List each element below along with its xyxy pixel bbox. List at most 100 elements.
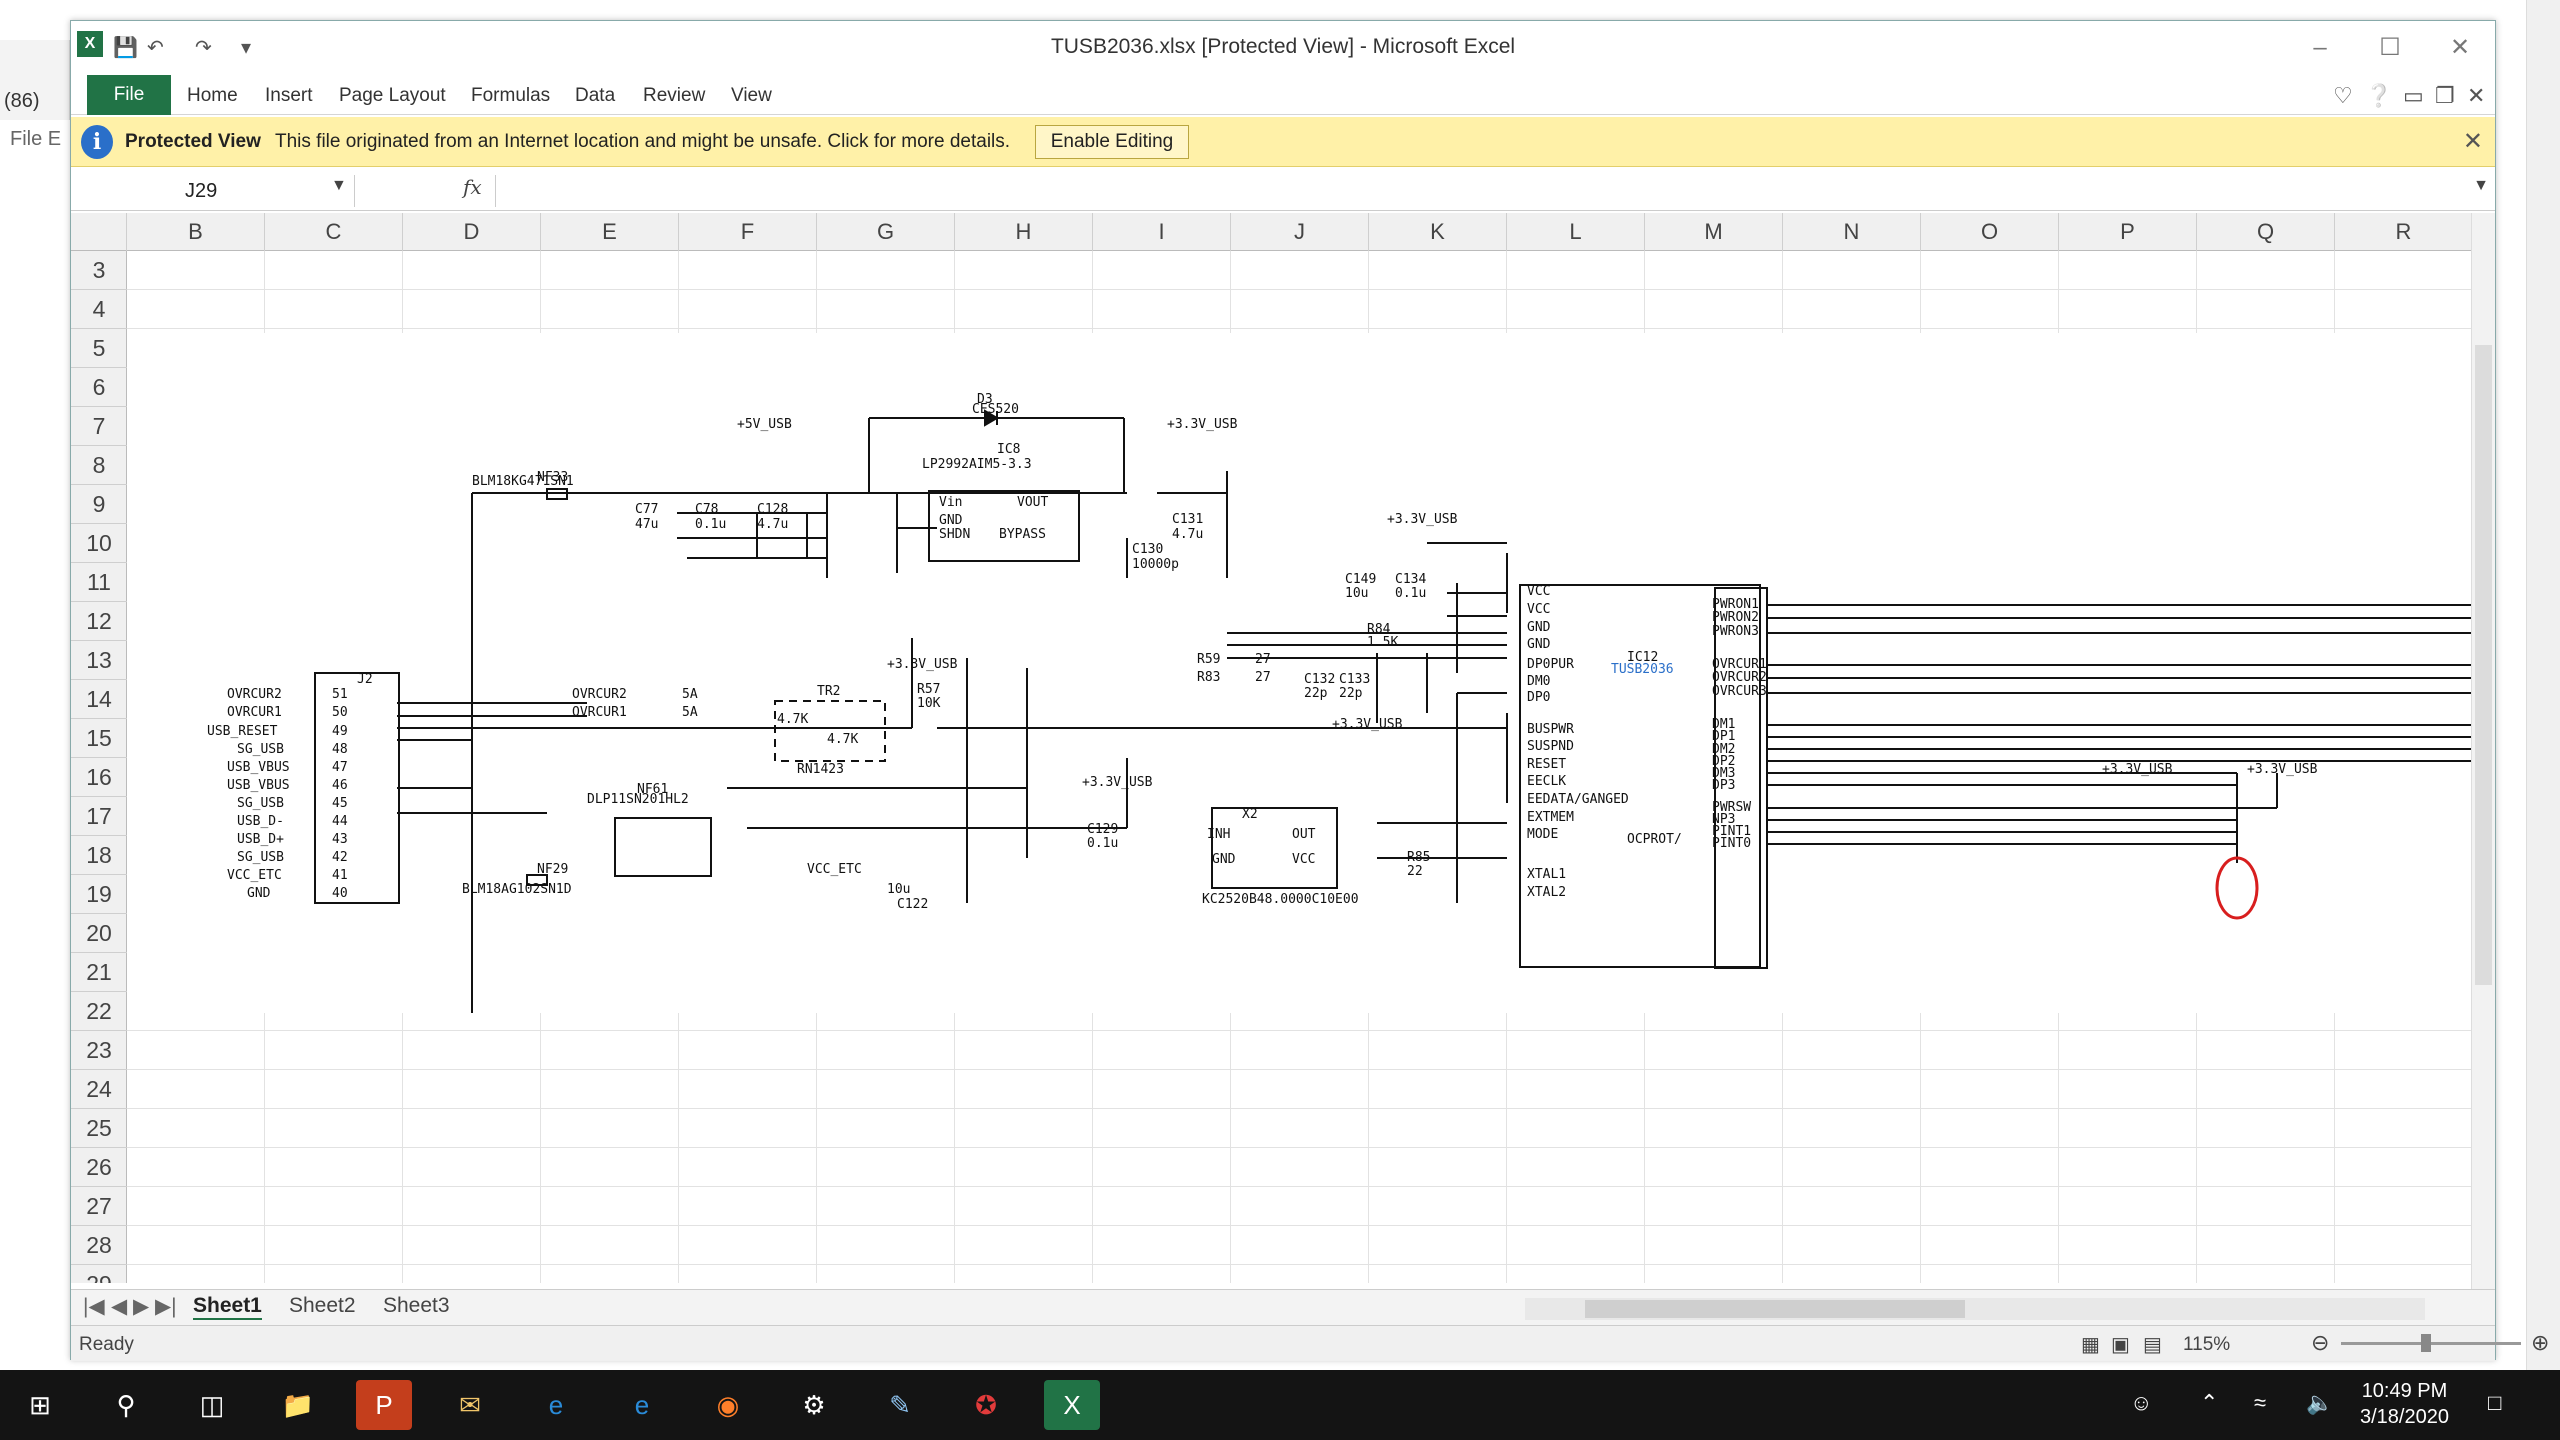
volume-icon[interactable]: 🔈 bbox=[2306, 1390, 2334, 1415]
row-header-9[interactable]: 9 bbox=[71, 485, 127, 524]
outlook-icon[interactable]: ✉ bbox=[459, 1390, 481, 1420]
horizontal-scrollbar[interactable] bbox=[1525, 1298, 2425, 1320]
row-header-19[interactable]: 19 bbox=[71, 875, 127, 914]
row-header-22[interactable]: 22 bbox=[71, 992, 127, 1031]
zoom-in-icon[interactable]: ⊕ bbox=[2531, 1330, 2550, 1355]
row-header-18[interactable]: 18 bbox=[71, 836, 127, 875]
column-header-H[interactable]: H bbox=[955, 213, 1093, 251]
column-header-C[interactable]: C bbox=[265, 213, 403, 251]
column-header-E[interactable]: E bbox=[541, 213, 679, 251]
tab-insert[interactable]: Insert bbox=[265, 85, 313, 106]
zoom-slider[interactable] bbox=[2341, 1342, 2521, 1345]
column-header-R[interactable]: R bbox=[2335, 213, 2471, 251]
zoom-slider-thumb[interactable] bbox=[2421, 1334, 2431, 1352]
people-icon[interactable]: ☺ bbox=[2130, 1390, 2153, 1415]
windows-start-icon[interactable]: ⊞ bbox=[29, 1390, 51, 1420]
row-header-7[interactable]: 7 bbox=[71, 407, 127, 446]
row-header-23[interactable]: 23 bbox=[71, 1031, 127, 1070]
row-header-27[interactable]: 27 bbox=[71, 1187, 127, 1226]
formula-input[interactable] bbox=[503, 175, 2465, 207]
row-header-4[interactable]: 4 bbox=[71, 290, 127, 329]
column-header-Q[interactable]: Q bbox=[2197, 213, 2335, 251]
restore-window-icon[interactable]: ❐ bbox=[2435, 83, 2455, 108]
row-header-25[interactable]: 25 bbox=[71, 1109, 127, 1148]
powerpoint-icon[interactable]: P bbox=[356, 1380, 412, 1430]
heart-icon[interactable]: ♡ bbox=[2333, 83, 2353, 108]
ribbon-minimize-icon[interactable]: ▭ bbox=[2403, 83, 2424, 108]
customize-qat-icon[interactable]: ▾ bbox=[241, 37, 252, 59]
app-icon[interactable]: ✪ bbox=[975, 1390, 997, 1420]
excel-taskbar-icon[interactable]: X bbox=[1044, 1380, 1100, 1430]
wifi-icon[interactable]: ≈ bbox=[2254, 1390, 2267, 1415]
row-header-8[interactable]: 8 bbox=[71, 446, 127, 485]
enable-editing-button[interactable]: Enable Editing bbox=[1035, 125, 1189, 159]
vertical-scrollbar[interactable] bbox=[2471, 213, 2495, 1317]
column-header-P[interactable]: P bbox=[2059, 213, 2197, 251]
row-header-14[interactable]: 14 bbox=[71, 680, 127, 719]
first-sheet-icon[interactable]: |◀ bbox=[83, 1295, 105, 1318]
internet-explorer-icon[interactable]: e bbox=[548, 1390, 564, 1420]
row-header-12[interactable]: 12 bbox=[71, 602, 127, 641]
row-header-26[interactable]: 26 bbox=[71, 1148, 127, 1187]
close-icon[interactable]: ✕ bbox=[2462, 128, 2483, 155]
column-header-G[interactable]: G bbox=[817, 213, 955, 251]
column-header-L[interactable]: L bbox=[1507, 213, 1645, 251]
settings-gear-icon[interactable]: ⚙ bbox=[802, 1390, 826, 1420]
close-workbook-icon[interactable]: ✕ bbox=[2467, 83, 2486, 108]
tab-sheet1[interactable]: Sheet1 bbox=[193, 1294, 262, 1320]
column-header-K[interactable]: K bbox=[1369, 213, 1507, 251]
column-header-M[interactable]: M bbox=[1645, 213, 1783, 251]
undo-icon[interactable]: ↶ bbox=[147, 37, 164, 59]
maximize-button[interactable]: ☐ bbox=[2379, 34, 2401, 61]
row-header-29[interactable]: 29 bbox=[71, 1265, 127, 1283]
horizontal-scroll-thumb[interactable] bbox=[1585, 1300, 1965, 1318]
help-icon[interactable]: ❔ bbox=[2365, 83, 2393, 108]
column-header-D[interactable]: D bbox=[403, 213, 541, 251]
insert-function-icon[interactable]: fx bbox=[463, 175, 482, 199]
row-header-21[interactable]: 21 bbox=[71, 953, 127, 992]
zoom-out-icon[interactable]: ⊖ bbox=[2311, 1330, 2330, 1355]
paint-icon[interactable]: ✎ bbox=[889, 1390, 911, 1420]
chevron-down-icon[interactable]: ▼ bbox=[331, 177, 347, 194]
tab-page-layout[interactable]: Page Layout bbox=[339, 85, 446, 106]
name-box[interactable]: J29 bbox=[75, 175, 355, 207]
file-explorer-icon[interactable]: 📁 bbox=[281, 1390, 315, 1420]
prev-sheet-icon[interactable]: ◀ bbox=[111, 1295, 128, 1318]
select-all-corner[interactable] bbox=[71, 213, 127, 251]
tab-sheet2[interactable]: Sheet2 bbox=[289, 1294, 356, 1317]
row-header-15[interactable]: 15 bbox=[71, 719, 127, 758]
page-break-view-icon[interactable]: ▤ bbox=[2143, 1334, 2162, 1356]
firefox-icon[interactable]: ◉ bbox=[716, 1390, 740, 1420]
column-header-N[interactable]: N bbox=[1783, 213, 1921, 251]
row-header-20[interactable]: 20 bbox=[71, 914, 127, 953]
row-header-13[interactable]: 13 bbox=[71, 641, 127, 680]
page-layout-view-icon[interactable]: ▣ bbox=[2111, 1334, 2130, 1356]
next-sheet-icon[interactable]: ▶ bbox=[133, 1295, 150, 1318]
minimize-button[interactable]: – bbox=[2313, 34, 2327, 61]
row-header-10[interactable]: 10 bbox=[71, 524, 127, 563]
tab-data[interactable]: Data bbox=[575, 85, 616, 106]
column-header-J[interactable]: J bbox=[1231, 213, 1369, 251]
vertical-scroll-thumb[interactable] bbox=[2475, 345, 2492, 985]
column-header-F[interactable]: F bbox=[679, 213, 817, 251]
row-header-3[interactable]: 3 bbox=[71, 251, 127, 290]
row-header-17[interactable]: 17 bbox=[71, 797, 127, 836]
row-header-16[interactable]: 16 bbox=[71, 758, 127, 797]
row-header-6[interactable]: 6 bbox=[71, 368, 127, 407]
tab-formulas[interactable]: Formulas bbox=[471, 85, 551, 106]
redo-icon[interactable]: ↷ bbox=[195, 37, 212, 59]
close-button[interactable]: ✕ bbox=[2449, 34, 2471, 61]
row-header-24[interactable]: 24 bbox=[71, 1070, 127, 1109]
tab-sheet3[interactable]: Sheet3 bbox=[383, 1294, 450, 1317]
tab-view[interactable]: View bbox=[731, 85, 772, 106]
chevron-up-icon[interactable]: ⌃ bbox=[2200, 1390, 2219, 1415]
notifications-icon[interactable]: □ bbox=[2488, 1390, 2502, 1415]
save-icon[interactable]: 💾 bbox=[113, 37, 138, 59]
column-header-O[interactable]: O bbox=[1921, 213, 2059, 251]
edge-icon[interactable]: e bbox=[634, 1390, 650, 1420]
clock[interactable]: 10:49 PM 3/18/2020 bbox=[2360, 1378, 2449, 1430]
protected-view-message[interactable]: This file originated from an Internet lo… bbox=[275, 131, 1011, 152]
column-header-I[interactable]: I bbox=[1093, 213, 1231, 251]
file-tab[interactable]: File bbox=[87, 75, 171, 115]
